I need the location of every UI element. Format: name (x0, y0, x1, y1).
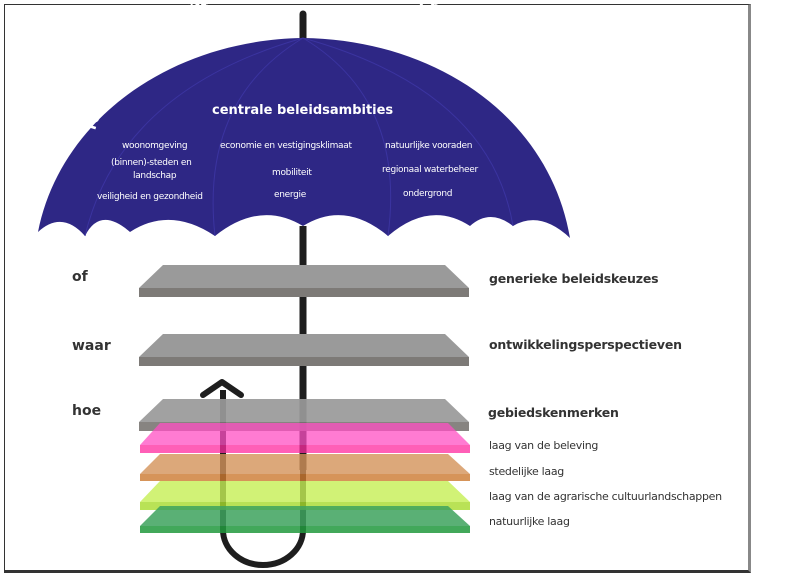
label-gebiedskenmerken: gebiedskenmerken (488, 405, 619, 420)
center-title: centrale beleidsambities (212, 103, 394, 118)
label-of: of (72, 269, 88, 285)
ambition-landschap: landschap (133, 171, 177, 181)
ambition-binnensteden: (binnen)-steden en (111, 158, 192, 168)
plane-generic (139, 265, 469, 297)
ambition-waterbeheer: regionaal waterbeheer (382, 165, 478, 175)
arrow-up-icon (200, 379, 244, 398)
label-hoe: hoe (72, 403, 102, 419)
ambition-veiligheid: veiligheid en gezondheid (97, 192, 203, 202)
label-layer-stedelijk: stedelijke laag (489, 465, 564, 478)
label-layer-beleving: laag van de beleving (489, 439, 599, 452)
ambition-woonomgeving: woonomgeving (122, 141, 188, 151)
layer-agrarisch (140, 481, 470, 510)
ambition-mobiliteit: mobiliteit (272, 168, 312, 178)
ambition-ondergrond: ondergrond (403, 189, 453, 199)
label-generieke-beleidskeuzes: generieke beleidskeuzes (489, 271, 659, 286)
plane-waar (139, 334, 469, 366)
layer-stedelijk (140, 454, 470, 481)
label-layer-natuurlijk: natuurlijke laag (489, 515, 570, 528)
label-layer-agrarisch: laag van de agrarische cultuurlandschapp… (489, 490, 722, 503)
ambition-economie: economie en vestigingsklimaat (220, 141, 352, 151)
ambition-energie: energie (274, 190, 306, 200)
layer-beleving (140, 423, 470, 453)
canopy-ribs (84, 37, 514, 237)
umbrella-canopy (38, 38, 570, 238)
umbrella-handle (220, 390, 306, 568)
label-ontwikkelingsperspectieven: ontwikkelingsperspectieven (489, 337, 682, 352)
layer-natuurlijk (140, 506, 470, 533)
ambition-natuurlijke-vooraden: natuurlijke vooraden (385, 141, 473, 151)
label-waar: waar (72, 338, 111, 354)
figure-frame (4, 4, 751, 573)
